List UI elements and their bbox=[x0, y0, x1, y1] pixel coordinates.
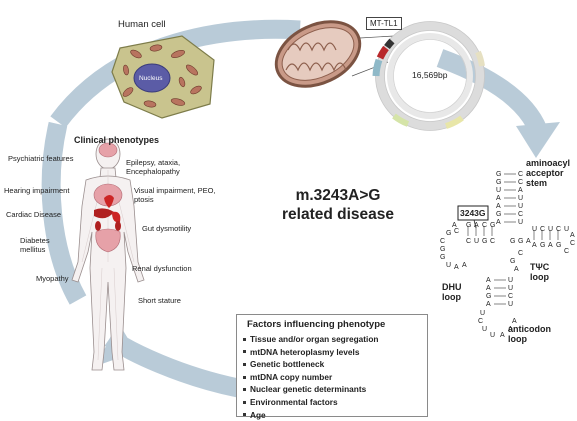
phenotype-epilepsy: Epilepsy, ataxia, Encephalopathy bbox=[126, 158, 181, 176]
factor-list: Tissue and/or organ segregation mtDNA he… bbox=[243, 333, 421, 421]
dhu-loop-label: DHU loop bbox=[442, 282, 462, 302]
gene-label: MT-TL1 bbox=[366, 17, 402, 30]
factor-item: Genetic bottleneck bbox=[243, 358, 421, 371]
human-cell-label: Human cell bbox=[118, 19, 166, 30]
factor-item-label: Age bbox=[250, 409, 266, 420]
factor-item-label: Genetic bottleneck bbox=[250, 359, 325, 370]
center-title-line-1: m.3243A>G bbox=[295, 187, 381, 204]
liver bbox=[94, 208, 114, 219]
phenotype-hearing: Hearing impairment bbox=[4, 186, 70, 195]
bullet-icon bbox=[243, 350, 246, 354]
mtdna-circle bbox=[372, 21, 485, 131]
phenotype-renal: Renal dysfunction bbox=[132, 264, 192, 273]
phenotype-myopathy: Myopathy bbox=[36, 274, 69, 283]
heart bbox=[104, 195, 114, 208]
nucleus-label: Nucleus bbox=[139, 75, 163, 82]
factor-item-label: mtDNA heteroplasmy levels bbox=[250, 346, 360, 357]
bullet-icon bbox=[243, 337, 246, 341]
factor-item-label: Nuclear genetic determinants bbox=[250, 384, 367, 395]
acceptor-stem-label: aminoacyl acceptor stem bbox=[526, 158, 571, 188]
factor-item-label: Tissue and/or organ segregation bbox=[250, 334, 379, 344]
factor-item: Age bbox=[243, 409, 421, 421]
cycle-arrow-right bbox=[436, 49, 547, 134]
phenotype-visual: Visual impairment, PEO, ptosis bbox=[134, 186, 216, 204]
factor-item-label: Environmental factors bbox=[250, 396, 338, 407]
factors-box: Factors influencing phenotype Tissue and… bbox=[236, 314, 428, 420]
phenotype-stature: Short stature bbox=[138, 296, 181, 305]
intestines bbox=[95, 228, 121, 253]
bullet-icon bbox=[243, 363, 246, 366]
factor-item: Environmental factors bbox=[243, 396, 421, 409]
clinical-title: Clinical phenotypes bbox=[74, 135, 160, 145]
trna-bonds bbox=[467, 173, 559, 305]
mitochondrion bbox=[274, 20, 362, 88]
anticodon-loop-label: anticodon loop bbox=[508, 324, 551, 344]
factor-item-label: mtDNA copy number bbox=[250, 371, 333, 382]
phenotype-diabetes: Diabetes mellitus bbox=[20, 236, 50, 254]
phenotype-gut: Gut dysmotility bbox=[142, 224, 192, 233]
cycle-arrow-left bbox=[41, 121, 87, 305]
mutation-label: 3243G bbox=[460, 208, 486, 218]
genome-size-label: 16,569bp bbox=[412, 70, 448, 80]
phenotype-psychiatric: Psychiatric features bbox=[8, 154, 74, 163]
organs bbox=[93, 142, 123, 253]
brain bbox=[98, 142, 118, 158]
factor-item: mtDNA copy number bbox=[243, 371, 421, 384]
bullet-icon bbox=[243, 400, 246, 404]
bullet-icon bbox=[243, 413, 246, 417]
phenotype-cardiac: Cardiac Disease bbox=[6, 210, 62, 219]
human-cell bbox=[111, 35, 215, 119]
kidney-left bbox=[95, 221, 101, 231]
factor-item: Nuclear genetic determinants bbox=[243, 383, 421, 396]
arrowhead-right bbox=[516, 122, 560, 158]
tpsic-loop-label: TΨC loop bbox=[530, 262, 550, 282]
factor-item: Tissue and/or organ segregation bbox=[243, 333, 421, 346]
stomach bbox=[112, 211, 121, 223]
center-title-line-2: related disease bbox=[281, 206, 394, 223]
bullet-icon bbox=[243, 375, 246, 379]
factors-title: Factors influencing phenotype bbox=[247, 319, 386, 330]
mutation-box bbox=[457, 205, 489, 221]
factor-item: mtDNA heteroplasmy levels bbox=[243, 346, 421, 359]
kidney-right bbox=[115, 221, 121, 231]
nucleus bbox=[133, 63, 171, 93]
center-title: m.3243A>G related disease bbox=[258, 186, 418, 224]
bullet-icon bbox=[243, 388, 246, 392]
